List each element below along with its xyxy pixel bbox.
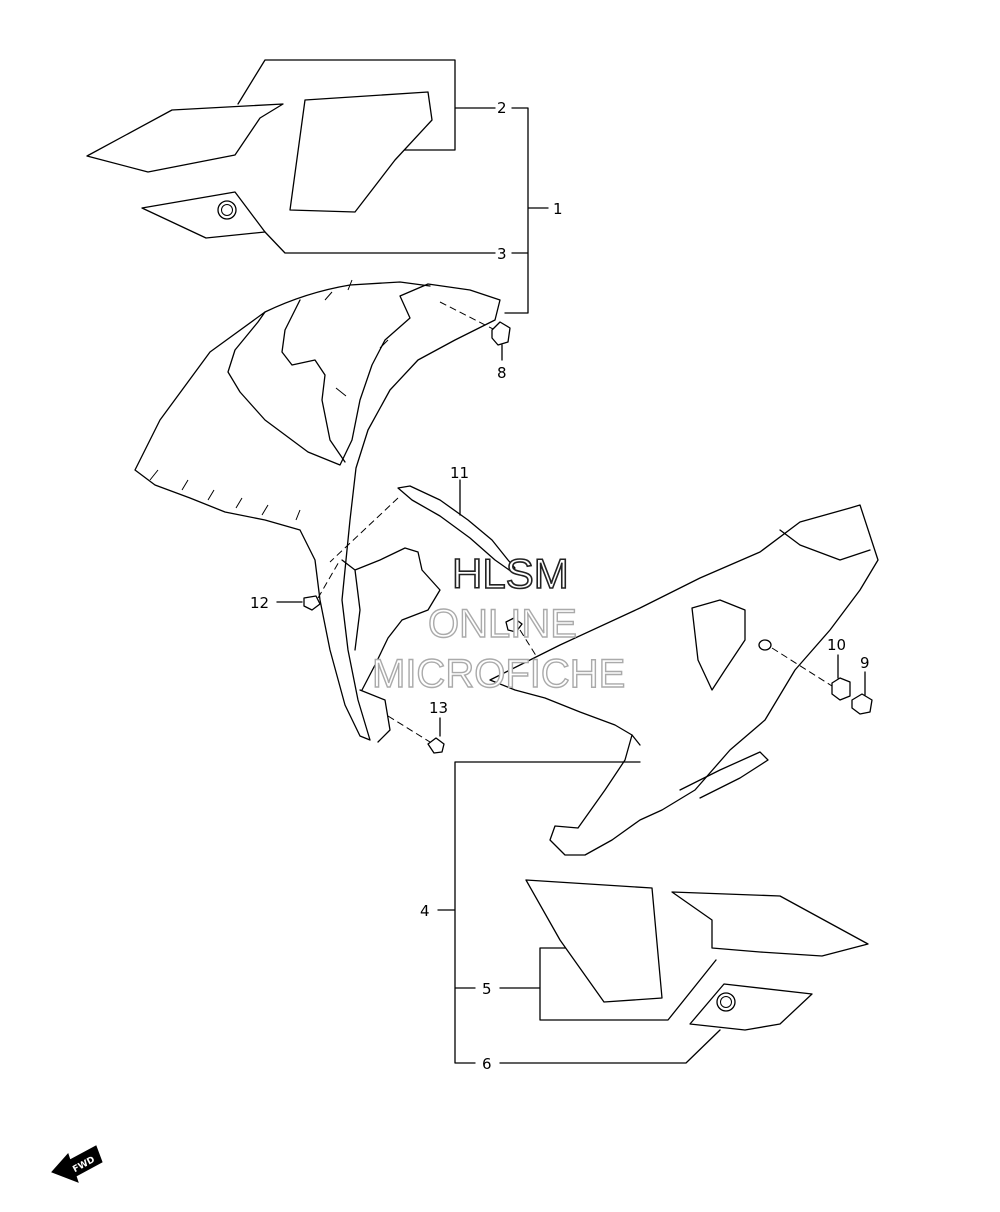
upper-cowling [134, 279, 501, 743]
watermark: HLSM ONLINE MICROFICHE [371, 549, 626, 697]
lower-decal-group [437, 761, 869, 1064]
side-cowling [489, 504, 879, 856]
screw-13 [427, 737, 445, 754]
leader-12-dash [317, 559, 341, 599]
decal-lower-right [671, 891, 869, 957]
callout-11: 11 [450, 464, 469, 482]
callout-2: 2 [497, 99, 507, 117]
bracket-1 [504, 107, 549, 314]
callout-8: 8 [497, 364, 507, 382]
watermark-line-1: HLSM [452, 550, 569, 597]
upper-decal-group [86, 59, 549, 314]
leader-6 [499, 1029, 721, 1064]
decal-lower-small [689, 983, 813, 1031]
upper-cowling-tab [359, 689, 391, 743]
screw-center [505, 617, 523, 633]
bracket-4 [437, 761, 641, 1064]
upper-cowling-body [134, 283, 501, 741]
callout-6: 6 [482, 1055, 492, 1073]
callouts: 2 1 3 8 11 12 13 10 9 4 5 6 [250, 99, 870, 1073]
callout-9: 9 [860, 654, 870, 672]
side-cowling-mount [679, 751, 769, 799]
callout-12: 12 [250, 594, 269, 612]
leader-13-dash [387, 715, 431, 743]
upper-cowling-stay [341, 547, 441, 691]
callout-5: 5 [482, 980, 492, 998]
side-cowling-vent [691, 599, 746, 691]
callout-10: 10 [827, 636, 846, 654]
bracket-5-lines [499, 947, 717, 1021]
decal-hole-inner [221, 204, 233, 216]
callout-1: 1 [553, 200, 563, 218]
grommet-10 [831, 677, 851, 701]
upper-cowling-clips [149, 279, 389, 521]
watermark-line-3: MICROFICHE [372, 652, 625, 696]
side-cowling-edge [631, 529, 871, 746]
clip-12 [303, 595, 321, 611]
decal-lower-left [525, 879, 663, 1003]
decal-upper-right [289, 91, 433, 213]
decal-lower-small [141, 191, 266, 239]
decal-hole [217, 200, 237, 220]
trim-11 [397, 485, 516, 573]
decal-lower-hole [716, 992, 736, 1012]
fwd-arrow-icon: FWD [51, 1145, 103, 1183]
leader-11-dash [329, 497, 399, 563]
decal-lower-hole-inner [720, 996, 732, 1008]
callout-13: 13 [429, 699, 448, 717]
callout-4: 4 [420, 902, 430, 920]
bracket-2-lines [237, 59, 496, 151]
watermark-line-2: ONLINE [428, 602, 577, 646]
leader-3 [264, 231, 496, 254]
side-cowling-hole [758, 639, 772, 651]
leader-9-10-dash [771, 647, 833, 687]
decal-upper-left [86, 103, 284, 173]
screw-9 [851, 693, 873, 715]
grommet-8 [491, 321, 511, 346]
callout-3: 3 [497, 245, 507, 263]
